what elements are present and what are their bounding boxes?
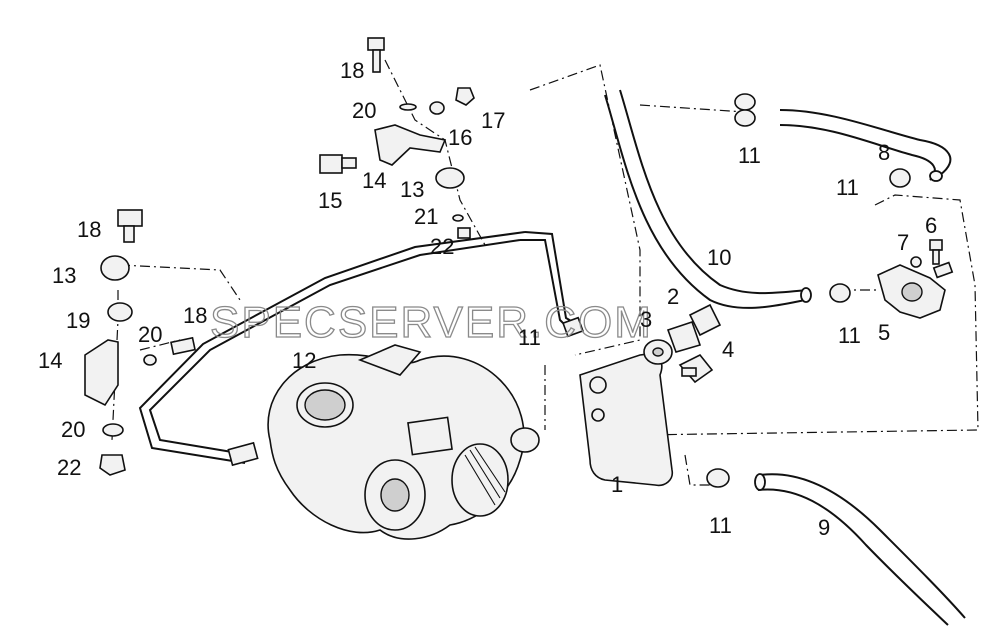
callout-11-left: 11 [518, 325, 541, 350]
hose-8 [779, 109, 952, 182]
callout-22-upper: 22 [430, 234, 454, 259]
callout-4: 4 [722, 337, 734, 362]
callout-14-left: 14 [38, 348, 62, 373]
callout-20-left: 20 [61, 417, 85, 442]
callout-7: 7 [897, 230, 909, 255]
callout-21: 21 [414, 204, 438, 229]
callout-22-left: 22 [57, 455, 81, 480]
callout-13-left: 13 [52, 263, 76, 288]
callout-11-top: 11 [738, 143, 761, 168]
assembly-dash-lines [111, 59, 979, 486]
callout-20-upper: 20 [352, 98, 376, 123]
callout-9: 9 [818, 515, 830, 540]
callout-12: 12 [292, 348, 316, 373]
pump-5 [877, 261, 954, 319]
callout-11-bottom: 11 [709, 513, 732, 538]
callout-11-right: 11 [836, 175, 859, 200]
upper-bracket-group [319, 37, 475, 239]
hose-clamps [562, 93, 911, 488]
callout-labels: 1 2 3 4 5 6 7 8 9 10 11 11 11 11 11 12 1… [38, 58, 937, 540]
callout-18-left: 18 [77, 217, 101, 242]
hose-10 [604, 89, 812, 309]
flange-plate [579, 353, 674, 487]
callout-14-upper: 14 [362, 168, 386, 193]
callout-6: 6 [925, 213, 937, 238]
fittings-2-3-4 [643, 303, 722, 384]
callout-15: 15 [318, 188, 342, 213]
callout-11-mid: 11 [838, 323, 861, 348]
left-bracket-group [84, 209, 196, 476]
callout-1: 1 [611, 472, 623, 497]
callout-2: 2 [667, 284, 679, 309]
callout-8: 8 [878, 140, 890, 165]
turbocharger [267, 344, 540, 540]
callout-10: 10 [707, 245, 731, 270]
callout-16: 16 [448, 125, 472, 150]
oil-feed-pipe [138, 231, 579, 467]
callout-18-mid: 18 [183, 303, 207, 328]
callout-19: 19 [66, 308, 90, 333]
callout-5: 5 [878, 320, 890, 345]
callout-20-mid: 20 [138, 322, 162, 347]
bolts-6-7 [910, 239, 943, 268]
hose-9 [754, 473, 966, 626]
callout-3: 3 [640, 307, 652, 332]
watermark-text: SPECSERVER.COM [210, 298, 653, 347]
callout-13-upper: 13 [400, 177, 424, 202]
callout-17: 17 [481, 108, 505, 133]
callout-18-upper: 18 [340, 58, 364, 83]
